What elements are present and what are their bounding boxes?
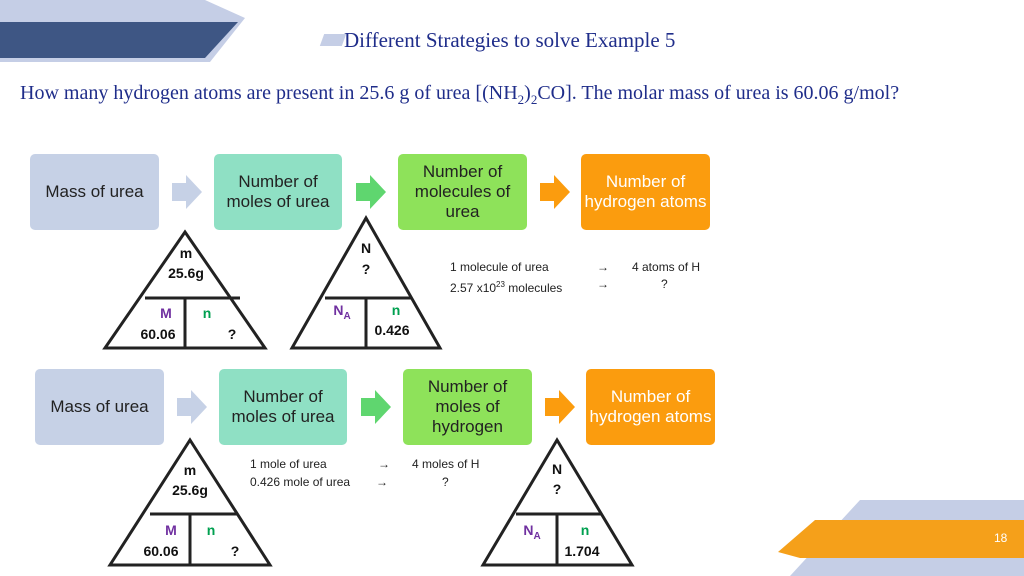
flow1-box-hydrogen-atoms-label: Number of hydrogen atoms <box>584 172 707 211</box>
flow1-box-molecules: Number of molecules of urea <box>398 154 527 230</box>
flow1-box-hydrogen-atoms: Number of hydrogen atoms <box>581 154 710 230</box>
flow1-arrow-1 <box>172 175 202 209</box>
flow1-box-mass-label: Mass of urea <box>45 182 144 201</box>
flow2-tri2-right-value: 1.704 <box>564 543 600 559</box>
flow2-note-row2-right: ? <box>442 475 449 489</box>
flow1-tri1-left-value: 60.06 <box>140 326 176 342</box>
flow2-tri1-right-label: n <box>206 522 216 538</box>
flow2-arrow-1 <box>177 390 207 424</box>
flow2-tri2-top-label: N <box>551 461 563 477</box>
flow1-note-row2-left: 2.57 x1023 molecules <box>450 280 563 295</box>
flow1-box-moles-label: Number of moles of urea <box>226 172 330 211</box>
flow1-box-mass: Mass of urea <box>30 154 159 230</box>
flow1-note-row2-right: ? <box>661 277 668 291</box>
flow1-box-molecules-label: Number of molecules of urea <box>414 162 511 221</box>
flow2-tri2-left-label: NA <box>523 522 541 542</box>
question-sub1: 2 <box>517 92 525 107</box>
slide-title: Different Strategies to solve Example 5 <box>344 28 676 52</box>
flow2-box-moles-label: Number of moles of urea <box>231 387 335 426</box>
flow2-box-hydrogen-atoms: Number of hydrogen atoms <box>586 369 715 445</box>
flow1-note-row1-right: 4 atoms of H <box>632 260 701 274</box>
flow2-triangle-particles <box>480 437 635 567</box>
question-text: How many hydrogen atoms are present in 2… <box>20 74 1016 119</box>
flow1-tri1-right-value: ? <box>227 326 237 342</box>
flow2-box-moles-hydrogen-label: Number of moles of hydrogen <box>427 377 508 436</box>
flow2-tri1-left-value: 60.06 <box>143 543 179 559</box>
flow1-tri2-top-label: N <box>360 240 372 256</box>
flow1-tri1-top-value: 25.6g <box>168 265 204 281</box>
flow1-note-row2-arrow: → <box>597 277 609 291</box>
flow2-box-moles: Number of moles of urea <box>219 369 347 445</box>
flow2-tri1-right-value: ? <box>230 543 240 559</box>
flow2-box-hydrogen-atoms-label: Number of hydrogen atoms <box>589 387 712 426</box>
flow2-arrow-2 <box>361 390 391 424</box>
bottom-right-orange-band <box>778 520 1024 558</box>
flow1-tri2-left-label: NA <box>333 302 351 322</box>
question-part3: CO]. The molar mass of urea is 60.06 g/m… <box>537 82 900 104</box>
flow1-tri2-top-value: ? <box>361 261 371 277</box>
flow1-tri2-right-label: n <box>391 302 401 318</box>
flow2-box-mass: Mass of urea <box>35 369 164 445</box>
flow2-note-row2-left: 0.426 mole of urea <box>250 475 351 489</box>
flow1-arrow-2 <box>356 175 386 209</box>
flow2-arrow-3 <box>545 390 575 424</box>
question-part2: ) <box>524 82 531 104</box>
flow2-note-row1-right: 4 moles of H <box>412 457 480 471</box>
flow2-tri1-left-label: M <box>165 522 177 538</box>
flow1-tri1-top-label: m <box>179 245 193 261</box>
page-number: 18 <box>994 531 1008 545</box>
flow1-tri1-right-label: n <box>202 305 212 321</box>
flow2-triangle-mass <box>107 437 273 567</box>
flow1-box-moles: Number of moles of urea <box>214 154 342 230</box>
flow2-note-row1-arrow: → <box>378 457 390 471</box>
flow2-tri1-top-label: m <box>183 462 197 478</box>
flow1-tri1-left-label: M <box>160 305 172 321</box>
question-part1: How many hydrogen atoms are present in 2… <box>20 82 518 104</box>
flow2-box-mass-label: Mass of urea <box>50 397 149 416</box>
flow1-arrow-3 <box>540 175 570 209</box>
flow1-note-row1-left: 1 molecule of urea <box>450 260 549 274</box>
top-left-dark-band <box>0 22 238 58</box>
flow2-box-moles-hydrogen: Number of moles of hydrogen <box>403 369 532 445</box>
flow1-triangle-particles <box>289 214 443 350</box>
flow2-note-row1-left: 1 mole of urea <box>250 457 327 471</box>
flow1-note-row1-arrow: → <box>597 260 609 274</box>
flow1-tri2-right-value: 0.426 <box>374 322 410 338</box>
flow2-note-row2-arrow: → <box>376 475 388 489</box>
flow1-triangle-mass <box>102 229 268 350</box>
flow2-tri2-top-value: ? <box>552 481 562 497</box>
flow2-tri1-top-value: 25.6g <box>172 482 208 498</box>
flow2-tri2-right-label: n <box>580 522 590 538</box>
question-sub2: 2 <box>530 92 538 107</box>
